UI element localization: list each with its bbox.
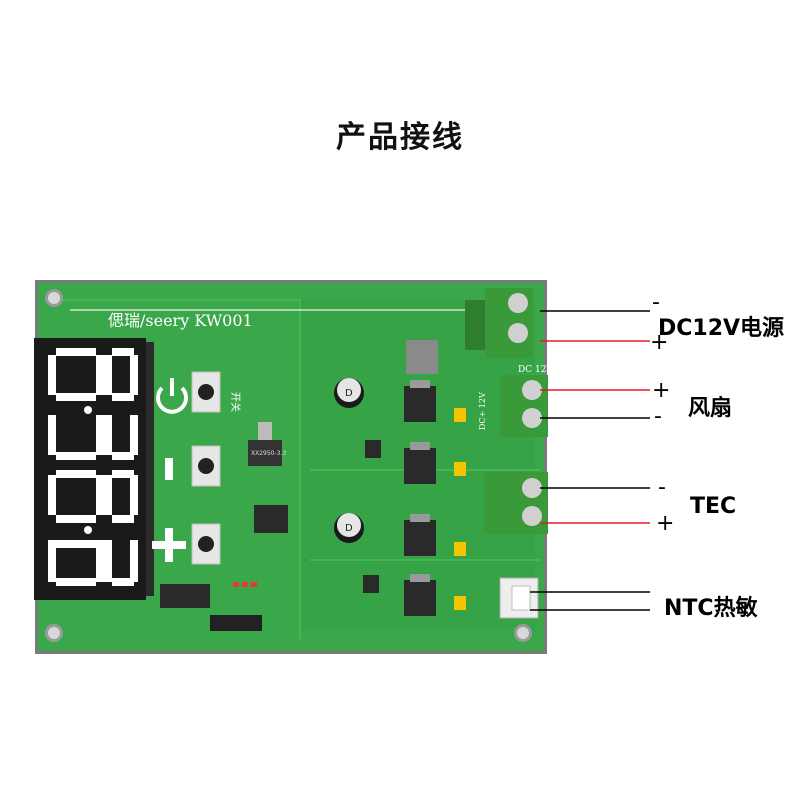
plus-symbol-icon — [152, 528, 186, 562]
terminal-power — [465, 288, 533, 358]
program-header — [210, 615, 262, 631]
mounting-holes — [45, 289, 532, 642]
tec-plus-sign: + — [656, 511, 675, 536]
driver-ic — [160, 584, 210, 608]
power-connector-label: DC 12V — [518, 365, 553, 375]
seven-segment-display — [34, 338, 154, 600]
regulator-ic — [248, 440, 282, 466]
power-symbol-icon — [156, 378, 188, 414]
minus-symbol-icon — [165, 458, 173, 480]
power-plus-sign: + — [650, 330, 669, 355]
power-minus-sign: - — [652, 290, 660, 315]
terminal-fan — [500, 375, 548, 437]
fan-connector-label: DC+ 12V — [478, 392, 487, 430]
tec-label: TEC — [690, 494, 737, 519]
terminal-tec — [484, 472, 548, 534]
regulator-label: XX2950-3.3 — [251, 450, 286, 457]
wires — [530, 310, 650, 611]
cap-label-1: D — [345, 388, 353, 399]
fan-label: 风扇 — [688, 396, 733, 421]
tact-buttons — [191, 371, 221, 565]
ntc-label: NTC热敏 — [664, 596, 758, 621]
fan-minus-sign: - — [654, 404, 662, 429]
ntc-connector — [499, 577, 539, 619]
mosfets — [404, 380, 436, 616]
display-digits — [48, 348, 138, 586]
electrolytic-caps — [334, 378, 364, 543]
inductor — [406, 340, 438, 374]
cap-label-2: D — [345, 523, 353, 534]
tec-minus-sign: - — [658, 475, 666, 500]
fan-plus-sign: + — [652, 378, 671, 403]
power-key-label: 开关 — [229, 392, 242, 412]
board-title: 偲瑞/seery KW001 — [108, 311, 253, 330]
power-label: DC12V电源 — [658, 316, 785, 341]
page-title: 产品接线 — [336, 120, 464, 155]
main-ic — [254, 505, 288, 533]
